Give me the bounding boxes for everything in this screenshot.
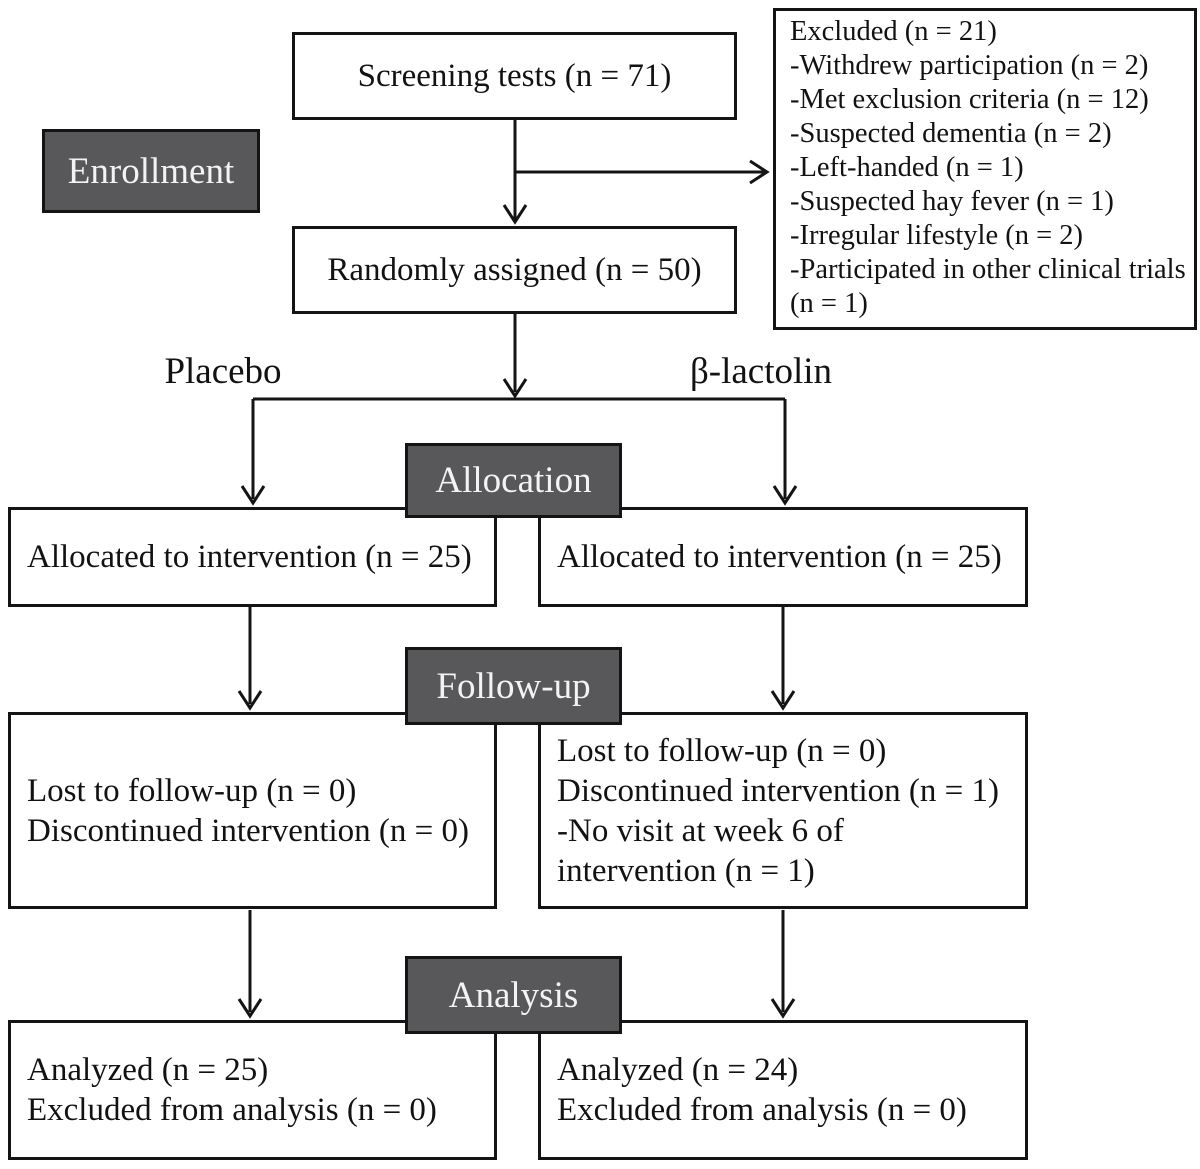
analysis-header-box: Analysis — [405, 956, 622, 1034]
excluded-box: Excluded (n = 21) -Withdrew participatio… — [773, 8, 1197, 330]
arrow-branch-to-allocated-right — [772, 399, 798, 506]
arrow-randomized-to-branch — [253, 314, 785, 401]
excluded-line: Excluded (n = 21) — [790, 16, 997, 47]
allocated-left-text: Allocated to intervention (n = 25) — [27, 538, 472, 575]
enrollment-label: Enrollment — [67, 150, 235, 192]
randomized-text: Randomly assigned (n = 50) — [327, 251, 702, 288]
allocation-header-label: Allocation — [435, 460, 592, 501]
arrow-screening-to-excluded — [515, 159, 770, 185]
excluded-line: -Irregular lifestyle (n = 2) — [790, 220, 1084, 251]
followup-left-box: Lost to follow-up (n = 0) Discontinued i… — [8, 712, 497, 909]
followup-right-line: -No visit at week 6 of — [557, 812, 844, 849]
screening-text: Screening tests (n = 71) — [357, 57, 672, 94]
arm-label-placebo: Placebo — [164, 351, 282, 392]
arm-label-blactolin: β-lactolin — [689, 351, 833, 392]
randomized-box: Randomly assigned (n = 50) — [292, 226, 737, 314]
arrow-allocated-to-followup-right — [770, 607, 796, 711]
excluded-line: -Left-handed (n = 1) — [790, 152, 1024, 183]
arrow-followup-to-analysis-left — [237, 910, 263, 1019]
excluded-line: -Withdrew participation (n = 2) — [790, 50, 1149, 81]
allocated-right-text: Allocated to intervention (n = 25) — [557, 538, 1002, 575]
followup-right-box: Lost to follow-up (n = 0) Discontinued i… — [538, 712, 1028, 909]
analysis-right-box: Analyzed (n = 24) Excluded from analysis… — [538, 1020, 1028, 1160]
allocation-header-box: Allocation — [405, 443, 622, 518]
followup-header-label: Follow-up — [436, 665, 591, 707]
arrow-allocated-to-followup-left — [237, 607, 263, 711]
analysis-header-label: Analysis — [448, 974, 579, 1016]
excluded-line: (n = 1) — [790, 288, 868, 319]
followup-left-line: Lost to follow-up (n = 0) — [27, 772, 357, 809]
analysis-left-box: Analyzed (n = 25) Excluded from analysis… — [8, 1020, 497, 1160]
followup-right-line: Discontinued intervention (n = 1) — [557, 772, 1000, 809]
excluded-line: -Participated in other clinical trials — [790, 254, 1186, 285]
excluded-line: -Suspected hay fever (n = 1) — [790, 186, 1114, 217]
followup-right-line: Lost to follow-up (n = 0) — [557, 732, 887, 769]
screening-box: Screening tests (n = 71) — [292, 32, 737, 120]
followup-left-line: Discontinued intervention (n = 0) — [27, 812, 470, 849]
arrow-followup-to-analysis-right — [770, 910, 796, 1019]
allocated-right-box: Allocated to intervention (n = 25) — [538, 507, 1028, 607]
excluded-line: -Suspected dementia (n = 2) — [790, 118, 1112, 149]
analysis-right-line: Excluded from analysis (n = 0) — [557, 1092, 967, 1128]
followup-header-box: Follow-up — [405, 647, 622, 725]
analysis-right-line: Analyzed (n = 24) — [557, 1052, 799, 1088]
excluded-line: -Met exclusion criteria (n = 12) — [790, 84, 1149, 115]
allocated-left-box: Allocated to intervention (n = 25) — [8, 507, 497, 607]
enrollment-header-box: Enrollment — [42, 129, 260, 213]
analysis-left-line: Excluded from analysis (n = 0) — [27, 1092, 437, 1128]
arrow-branch-to-allocated-left — [240, 399, 266, 506]
arrow-screening-to-randomized — [502, 120, 528, 225]
analysis-left-line: Analyzed (n = 25) — [27, 1052, 269, 1088]
followup-right-line: intervention (n = 1) — [557, 852, 815, 889]
